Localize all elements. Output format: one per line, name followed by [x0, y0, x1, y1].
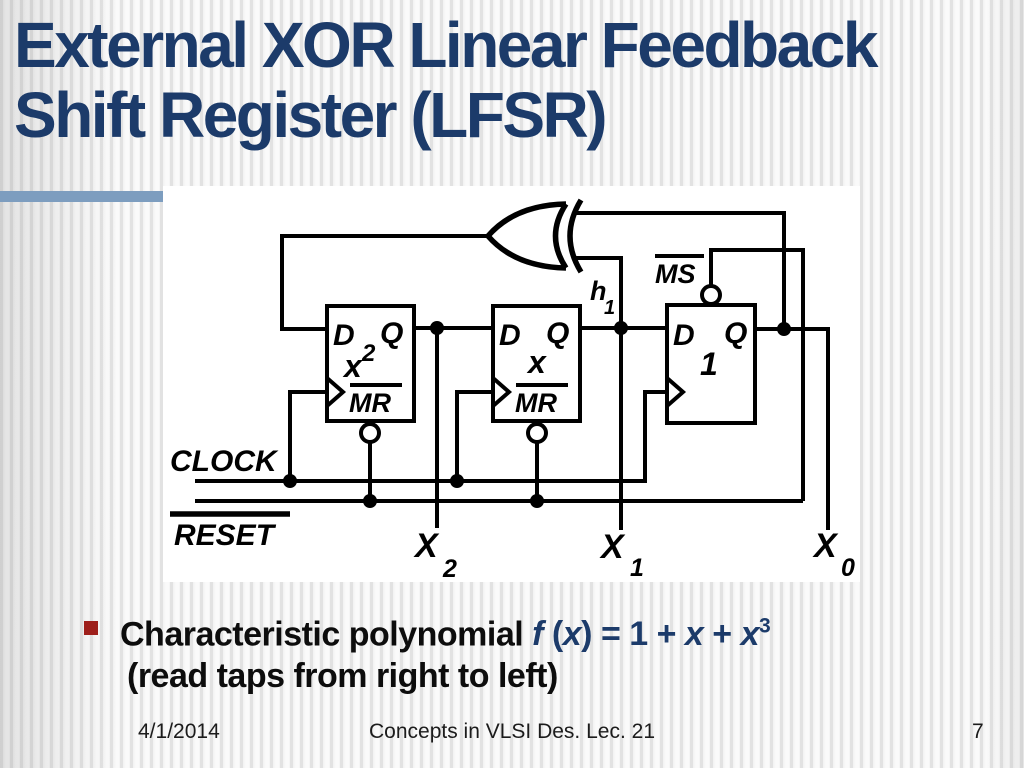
slide-title-line1: External XOR Linear Feedback — [14, 9, 878, 81]
lfsr-circuit-diagram: D Q x 2 MR D Q x MR D Q 1 MS h 1 CLOCK R… — [170, 198, 855, 582]
flipflop3-box — [665, 303, 757, 425]
ff1-var-label: x — [342, 348, 363, 384]
title-divider-bar — [0, 191, 166, 202]
junction-clock-ff2 — [450, 474, 464, 488]
footer-date: 4/1/2014 — [138, 720, 220, 743]
output-x1-sub: 1 — [630, 554, 644, 582]
formula-x3: x — [740, 615, 760, 654]
flipflop1-mr-bubble — [359, 422, 381, 444]
ff1-exp-label: 2 — [361, 340, 376, 367]
flipflop1-clock-triangle — [325, 376, 347, 408]
formula-exponent: 3 — [759, 615, 771, 638]
bullet-line2: (read taps from right to left) — [127, 657, 558, 696]
formula-f: f — [532, 615, 543, 654]
ff2-var-label: x — [526, 344, 547, 380]
ff1-d-label: D — [333, 319, 355, 352]
ff2-mr-label: MR — [515, 388, 557, 418]
junction-ff3-q — [777, 322, 791, 336]
footer-page-number: 7 — [972, 720, 984, 743]
ff2-q-label: Q — [546, 317, 569, 350]
clock-rail — [195, 390, 667, 483]
flipflop3-ms-bubble — [700, 284, 722, 306]
formula-x2: x — [684, 615, 704, 654]
output-x1-base: X — [599, 528, 626, 566]
flipflop1-box — [325, 304, 416, 423]
formula-open-paren: ( — [542, 615, 563, 654]
output-x2-base: X — [413, 527, 440, 565]
wire-ms-to-reset — [709, 248, 805, 501]
wire-feedback-top-from-ff3-q — [573, 211, 786, 329]
ff2-d-label: D — [499, 319, 521, 352]
ms-label: MS — [655, 259, 696, 289]
circuit-diagram-panel: D Q x 2 MR D Q x MR D Q 1 MS h 1 CLOCK R… — [163, 186, 860, 582]
slide-title-line2: Shift Register (LFSR) — [14, 79, 608, 151]
output-x0-base: X — [812, 527, 839, 565]
formula-x1: x — [562, 615, 582, 654]
flipflop2-clock-triangle — [491, 376, 513, 408]
reset-label: RESET — [174, 519, 277, 552]
wire-ff1-clock-riser — [288, 390, 327, 481]
ff1-q-label: Q — [380, 317, 403, 350]
wire-ff2-clock-riser — [455, 390, 493, 481]
tap-h-label: h — [590, 276, 607, 306]
output-x2-sub: 2 — [442, 555, 457, 582]
bullet-lead-text: Characteristic polynomial — [120, 615, 533, 654]
slide-title: External XOR Linear Feedback Shift Regis… — [14, 10, 994, 150]
bullet-item: Characteristic polynomial f (x) = 1 + x … — [84, 606, 771, 697]
bullet-line1: Characteristic polynomial f (x) = 1 + x … — [120, 606, 771, 655]
bullet-marker — [84, 621, 98, 635]
wire-xor-output-to-ff1-d — [280, 234, 488, 331]
tap-h-subscript: 1 — [604, 297, 615, 319]
xor-gate-outer-arc — [567, 198, 584, 274]
junction-reset-ff2 — [530, 494, 544, 508]
footer-course: Concepts in VLSI Des. Lec. 21 — [369, 720, 655, 743]
output-x0-sub: 0 — [841, 554, 855, 582]
junction-reset-ff1 — [363, 494, 377, 508]
junction-clock-ff1 — [283, 474, 297, 488]
ff1-mr-label: MR — [349, 388, 391, 418]
ff3-var-label: 1 — [700, 346, 718, 382]
xor-gate-top-edge — [485, 201, 567, 238]
flipflop3-clock-triangle — [665, 376, 687, 408]
wire-xor-lower-input-and-x1-drop — [575, 256, 623, 530]
junction-ff2-q — [614, 321, 628, 335]
ff3-q-label: Q — [724, 317, 747, 350]
junction-ff1-q — [430, 321, 444, 335]
formula-equals: ) = 1 + — [581, 615, 685, 654]
formula-plus: + — [703, 615, 741, 654]
xor-gate-bottom-edge — [485, 234, 567, 271]
flipflop2-mr-bubble — [526, 422, 548, 444]
flipflop2-box — [491, 304, 582, 423]
clock-label: CLOCK — [170, 445, 279, 478]
xor-gate-inner-arc — [552, 202, 569, 270]
slide-footer: Concepts in VLSI Des. Lec. 21 4/1/2014 7 — [0, 720, 1024, 750]
bullet-text: Characteristic polynomial f (x) = 1 + x … — [120, 606, 771, 697]
characteristic-polynomial-formula: f (x) = 1 + x + x3 — [532, 615, 771, 654]
ff3-d-label: D — [673, 319, 695, 352]
